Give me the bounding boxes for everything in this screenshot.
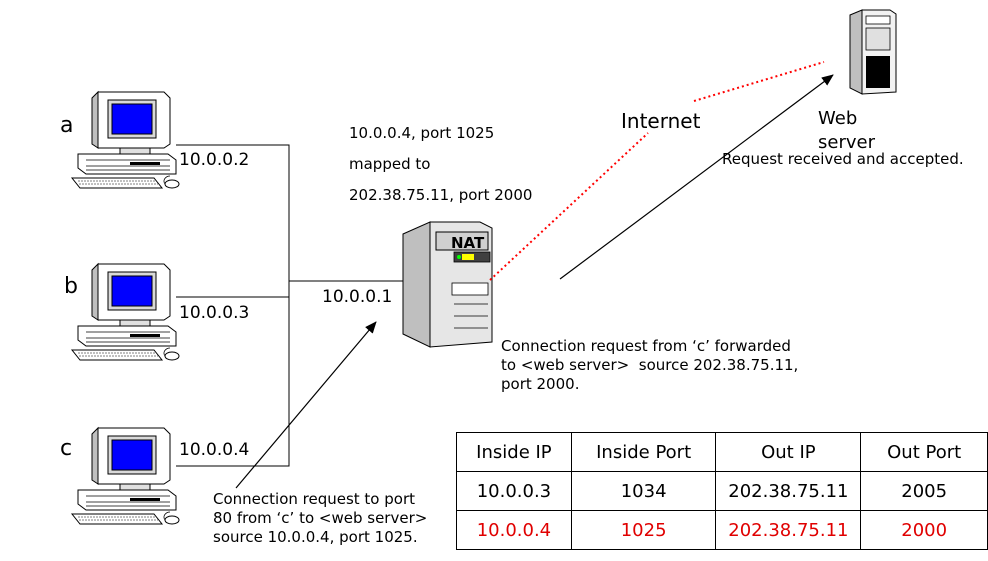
mapping-line-2: mapped to	[349, 155, 431, 173]
web-server-label-1: Web	[818, 108, 858, 129]
cell-out-port: 2000	[860, 510, 988, 550]
header-out-ip: Out IP	[715, 432, 862, 472]
mapping-line-1: 10.0.0.4, port 1025	[349, 124, 495, 142]
host-ip-c: 10.0.0.4	[179, 440, 250, 460]
cell-inside-ip: 10.0.0.4	[456, 510, 572, 550]
cell-inside-port: 1034	[570, 471, 717, 511]
forwarded-note: Connection request from ‘c’ forwarded to…	[501, 337, 799, 393]
web-server-icon	[849, 9, 897, 95]
computer-b-icon	[71, 263, 180, 361]
cell-out-port: 2005	[860, 471, 988, 511]
host-ip-b: 10.0.0.3	[179, 303, 250, 323]
web-server-label-2: server	[818, 132, 875, 153]
cell-out-ip: 202.38.75.11	[715, 471, 862, 511]
forward-arrow	[559, 74, 834, 280]
nat-table-header: Inside IP Inside Port Out IP Out Port	[456, 432, 988, 472]
cell-inside-ip: 10.0.0.3	[456, 471, 572, 511]
cell-inside-port: 1025	[570, 510, 717, 550]
cell-out-ip: 202.38.75.11	[715, 510, 862, 550]
nat-router-icon	[402, 221, 493, 348]
host-label-a: a	[60, 113, 74, 138]
router-ip: 10.0.0.1	[322, 287, 393, 307]
request-note: Connection request to port 80 from ‘c’ t…	[213, 490, 428, 546]
host-label-c: c	[60, 436, 73, 461]
table-row: 10.0.0.3 1034 202.38.75.11 2005	[456, 471, 988, 511]
host-ip-a: 10.0.0.2	[179, 150, 250, 170]
lan-wiring	[176, 144, 403, 467]
nat-label: NAT	[451, 234, 485, 252]
header-inside-ip: Inside IP	[456, 432, 572, 472]
header-inside-port: Inside Port	[570, 432, 717, 472]
computer-a-icon	[71, 91, 180, 189]
nat-table: Inside IP Inside Port Out IP Out Port 10…	[456, 432, 988, 550]
internet-label: Internet	[621, 109, 701, 133]
mapping-line-3: 202.38.75.11, port 2000	[349, 186, 533, 204]
computer-c-icon	[71, 427, 180, 525]
received-note: Request received and accepted.	[722, 150, 964, 168]
request-arrow	[235, 321, 377, 489]
internet-link	[489, 61, 825, 281]
host-label-b: b	[64, 274, 78, 299]
table-row-highlighted: 10.0.0.4 1025 202.38.75.11 2000	[456, 510, 988, 550]
header-out-port: Out Port	[860, 432, 988, 472]
